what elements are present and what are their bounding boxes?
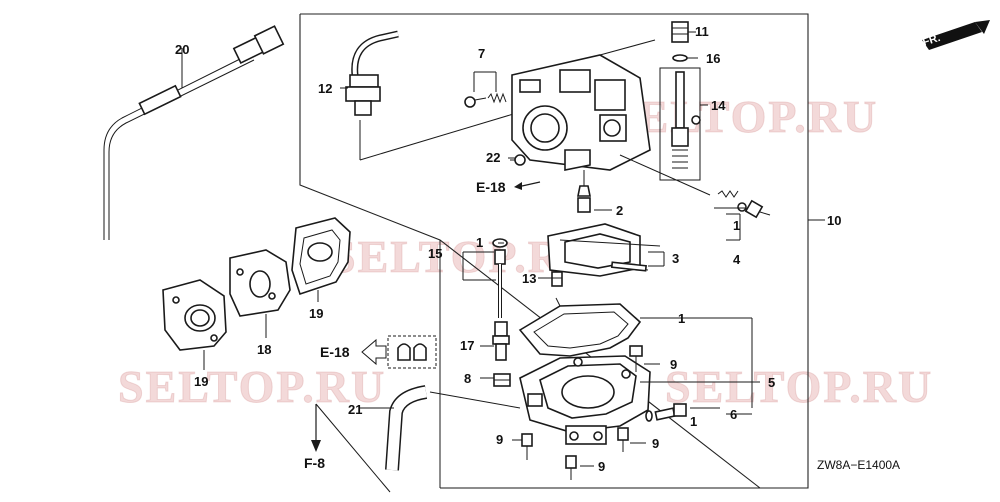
callout-7: 7: [478, 46, 485, 61]
callout-13: 13: [522, 271, 536, 286]
front-direction-badge: FR.: [921, 20, 990, 50]
part-21-drain-hose: [315, 385, 521, 493]
part-3-float: [547, 223, 661, 277]
watermark-4: SELTOP.RU: [665, 361, 933, 412]
callout-1-gasket: 1: [678, 311, 685, 326]
callout-2: 2: [616, 203, 623, 218]
callout-5: 5: [768, 375, 775, 390]
part-15-main-nozzle: [462, 238, 508, 318]
callout-10: 10: [827, 213, 841, 228]
callout-17: 17: [460, 338, 474, 353]
callout-21: 21: [348, 402, 362, 417]
part-11-14-16-jet-stack: [659, 21, 708, 181]
callout-3: 3: [672, 251, 679, 266]
e18-top-arrow: [514, 181, 541, 190]
watermark-1: SELTOP.RU: [610, 91, 878, 142]
part-12-choke-fitting: [340, 30, 521, 161]
ref-f8: F-8: [304, 455, 325, 471]
part-1-gasket: [518, 297, 642, 357]
ref-e18-left: E-18: [320, 344, 350, 360]
callout-1-idle: 1: [733, 218, 740, 233]
callout-19-front: 19: [194, 374, 208, 389]
callout-16: 16: [706, 51, 720, 66]
part-20-cable: [103, 25, 285, 240]
callout-4: 4: [733, 252, 741, 267]
part-8-drain-plug: [493, 373, 511, 387]
fr-label: FR.: [921, 32, 942, 49]
f8-arrow: [311, 404, 321, 452]
callout-15: 15: [428, 246, 442, 261]
callout-20: 20: [175, 42, 189, 57]
callout-labels: 20 12 7 11 16 14 22 E-18 2 10 1 4 1 15 3…: [175, 24, 900, 474]
callout-14: 14: [711, 98, 726, 113]
part-19-insulator-front: [162, 279, 227, 351]
callout-6: 6: [730, 407, 737, 422]
watermark-3: SELTOP.RU: [118, 361, 386, 412]
part-9-screws: [521, 345, 643, 480]
callout-9-bottom: 9: [598, 459, 605, 474]
clamp-inset: [361, 335, 437, 369]
callout-12: 12: [318, 81, 332, 96]
callout-1-nozzle: 1: [476, 235, 483, 250]
callout-9-left: 9: [496, 432, 503, 447]
callout-1-drain: 1: [690, 414, 697, 429]
part-18-insulator: [229, 249, 291, 317]
callout-8: 8: [464, 371, 471, 386]
callout-9-bottom-right: 9: [652, 436, 659, 451]
callout-19-rear: 19: [309, 306, 323, 321]
part-19-insulator-rear: [291, 217, 351, 296]
callout-22: 22: [486, 150, 500, 165]
part-5-float-chamber: [519, 355, 651, 445]
part-17-slow-jet: [492, 321, 510, 361]
callout-11: 11: [695, 24, 709, 39]
part-13-plug: [551, 271, 563, 287]
part-4-idle-screw: [714, 190, 771, 219]
drawing-code: ZW8A−E1400A: [817, 458, 900, 472]
ref-e18-top: E-18: [476, 179, 506, 195]
part-7-screw-spring: [464, 71, 507, 108]
callout-leaders: [360, 157, 760, 467]
part-2-float-valve: [577, 170, 606, 213]
callout-18: 18: [257, 342, 271, 357]
callout-9-right: 9: [670, 357, 677, 372]
part-6-drain-screw: [645, 403, 687, 422]
carburetor-body-upper: [510, 39, 711, 196]
